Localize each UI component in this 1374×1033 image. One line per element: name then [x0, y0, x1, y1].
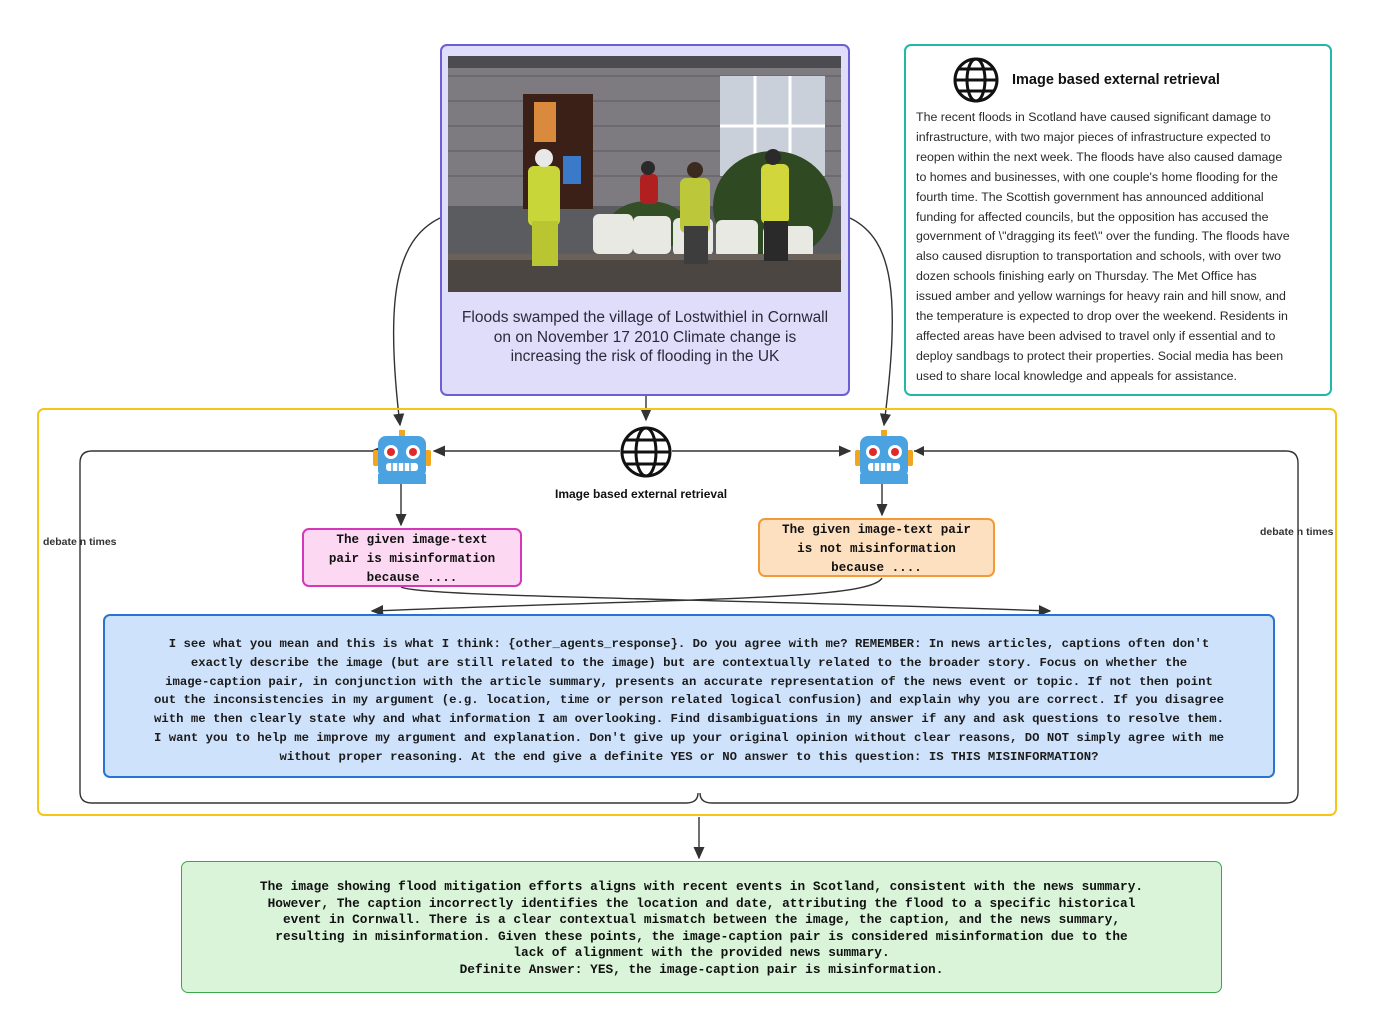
summary-line: infrastructure, with two major pieces of… — [916, 129, 1271, 144]
answer-line: However, The caption incorrectly identif… — [267, 895, 1136, 911]
arrow-caption-to-right-agent — [849, 217, 893, 427]
center-retrieval-label: Image based external retrieval — [555, 487, 728, 501]
summary-line: the temperature is expected to drop over… — [916, 309, 1288, 324]
summary-line: deploy sandbags to protect their propert… — [916, 348, 1284, 363]
prompt-line: exactly describe the image (but are stil… — [190, 655, 1188, 670]
message-line: is not misinformation — [797, 542, 956, 556]
summary-line: to homes and businesses, with one couple… — [916, 169, 1278, 184]
debate-loop-left — [79, 445, 699, 804]
final-answer-box: The image showing flood mitigation effor… — [181, 861, 1222, 993]
message-line: The given image-text pair — [782, 523, 971, 537]
message-line: pair is misinformation — [328, 552, 496, 566]
retrieval-title: Image based external retrieval — [1012, 72, 1220, 88]
message-line: because .... — [831, 561, 922, 575]
debate-prompt-box: I see what you mean and this is what I t… — [103, 614, 1275, 778]
flood-photo — [448, 56, 841, 292]
globe-icon — [952, 56, 1000, 104]
retrieval-box: Image based external retrieval The recen… — [904, 44, 1332, 396]
message-line: The given image-text — [336, 533, 488, 547]
summary-line: affected areas have been advised to trav… — [916, 328, 1276, 343]
image-caption-box: Floods swamped the village of Lostwithie… — [440, 44, 850, 396]
summary-line: reopen within the next week. The floods … — [916, 149, 1283, 164]
debate-count-label-left: debate n times — [43, 536, 117, 548]
prompt-line: without proper reasoning. At the end giv… — [279, 749, 1099, 764]
message-line: because .... — [366, 571, 458, 585]
right-agent-robot-icon — [855, 430, 913, 486]
prompt-line: out the inconsistencies in my argument (… — [153, 693, 1224, 708]
left-agent-message: The given image-text pair is misinformat… — [302, 528, 522, 587]
answer-line: The image showing flood mitigation effor… — [259, 879, 1144, 894]
summary-line: used to share local knowledge and appeal… — [916, 368, 1237, 383]
arrow-caption-to-left-agent — [392, 217, 441, 427]
summary-line: fourth time. The Scottish government has… — [916, 189, 1264, 204]
arrow-left-msg-to-right — [400, 586, 1052, 617]
caption-line: increasing the risk of flooding in the U… — [510, 348, 780, 365]
prompt-line: I see what you mean and this is what I t… — [168, 637, 1210, 651]
debate-container — [37, 408, 1337, 816]
caption-text: Floods swamped the village of Lostwithie… — [450, 308, 840, 367]
caption-line: on on November 17 2010 Climate change is — [493, 328, 797, 346]
caption-line: Floods swamped the village of Lostwithie… — [461, 309, 829, 326]
prompt-line: with me then clearly state why and what … — [153, 712, 1224, 727]
answer-line: resulting in misinformation. Given these… — [275, 928, 1128, 944]
retrieval-summary: The recent floods in Scotland have cause… — [916, 108, 1320, 387]
debate-loop-right — [699, 450, 1299, 804]
debate-count-label-right: debate n times — [1260, 526, 1334, 538]
summary-line: funding for affected councils, but the o… — [916, 209, 1269, 224]
summary-line: dozen schools finishing early on Thursda… — [916, 269, 1257, 284]
arrow-right-msg-to-left — [370, 577, 883, 617]
right-agent-message: The given image-text pair is not misinfo… — [758, 518, 995, 577]
answer-line: Definite Answer: YES, the image-caption … — [459, 961, 944, 977]
prompt-line: I want you to help me improve my argumen… — [153, 730, 1224, 745]
summary-line: also caused disruption to transportation… — [916, 249, 1282, 264]
prompt-line: image-caption pair, in conjunction with … — [165, 674, 1213, 689]
globe-icon — [619, 425, 673, 479]
summary-line: issued amber and yellow warnings for hea… — [916, 289, 1286, 304]
summary-line: The recent floods in Scotland have cause… — [916, 110, 1271, 124]
answer-line: event in Cornwall. There is a clear cont… — [282, 912, 1121, 928]
summary-line: government of \"dragging its feet\" over… — [916, 229, 1290, 244]
answer-line: lack of alignment with the provided news… — [513, 945, 890, 961]
left-agent-robot-icon — [373, 430, 431, 486]
